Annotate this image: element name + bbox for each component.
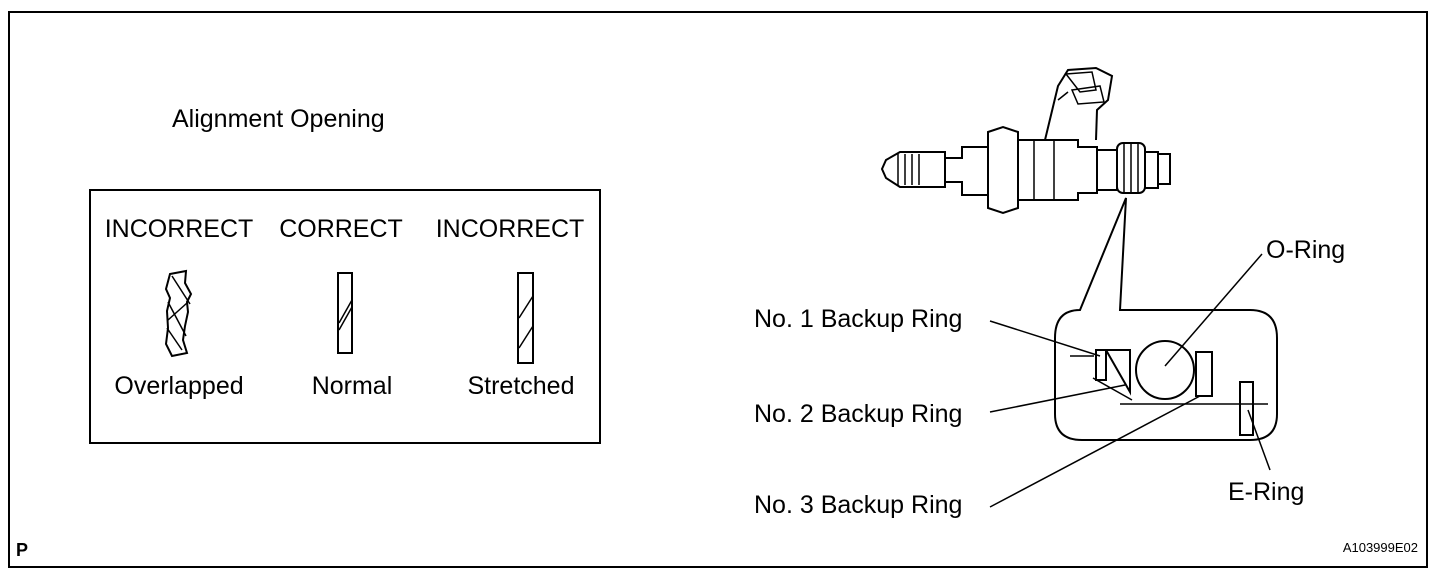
figure-code: A103999E02 xyxy=(1343,540,1418,555)
status-label-overlapped: INCORRECT xyxy=(105,215,254,243)
leader-backup-3 xyxy=(989,395,1201,508)
fuel-injector-illustration xyxy=(880,66,1171,215)
caption-overlapped: Overlapped xyxy=(114,372,243,400)
corner-mark-icon: P xyxy=(16,540,28,560)
alignment-title: Alignment Opening xyxy=(172,105,385,133)
leader-backup-1 xyxy=(989,320,1101,357)
label-backup-ring-1: No. 1 Backup Ring xyxy=(754,305,962,333)
caption-stretched: Stretched xyxy=(467,372,574,400)
label-backup-ring-2: No. 2 Backup Ring xyxy=(754,400,962,428)
label-o-ring: O-Ring xyxy=(1266,236,1345,264)
ring-overlapped-icon xyxy=(164,269,193,358)
leader-o-ring xyxy=(1164,253,1263,367)
ring-normal-icon xyxy=(337,272,353,354)
ring-detail-view xyxy=(1070,340,1268,436)
o-ring-circle xyxy=(1135,340,1195,400)
label-backup-ring-3: No. 3 Backup Ring xyxy=(754,491,962,519)
caption-normal: Normal xyxy=(312,372,393,400)
status-label-normal: CORRECT xyxy=(279,215,403,243)
label-e-ring: E-Ring xyxy=(1228,478,1304,506)
detail-callout xyxy=(1054,197,1278,441)
leader-e-ring xyxy=(1247,409,1271,471)
leader-backup-2 xyxy=(989,384,1126,413)
status-label-stretched: INCORRECT xyxy=(436,215,585,243)
ring-stretched-icon xyxy=(517,272,534,364)
